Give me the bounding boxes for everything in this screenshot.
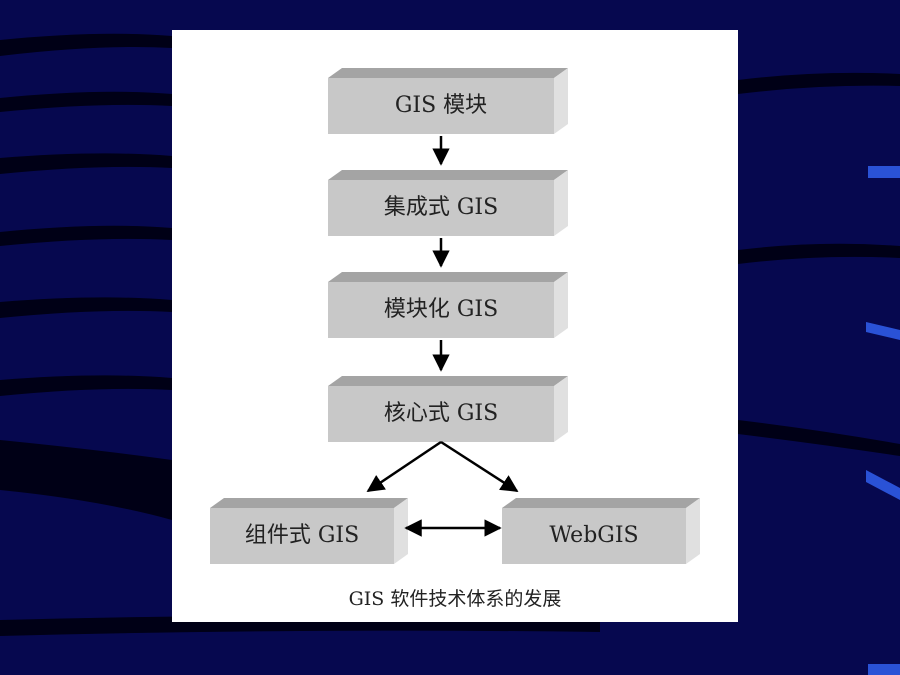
box-top-face — [502, 498, 700, 508]
stripe — [0, 153, 172, 174]
box-side-face — [554, 272, 568, 338]
box-front-face — [502, 508, 686, 564]
diagram-svg — [210, 68, 700, 564]
node-component-gis — [210, 498, 408, 564]
box-front-face — [328, 78, 554, 134]
box-front-face — [328, 180, 554, 236]
box-top-face — [328, 272, 568, 282]
node-label: 核心式 GIS — [383, 401, 499, 426]
figure-panel: GIS 模块 集成式 GIS 模块化 GIS 核心式 GIS 组件式 GIS W… — [172, 30, 738, 622]
node-gis-module — [328, 68, 568, 134]
stripe — [738, 243, 900, 264]
box-top-face — [328, 170, 568, 180]
accent-dash — [866, 470, 900, 500]
stripe — [0, 91, 172, 112]
stripe — [0, 225, 172, 246]
node-label: 组件式 GIS — [244, 523, 360, 548]
node-web-gis — [502, 498, 700, 564]
box-side-face — [686, 498, 700, 564]
accent-dash — [868, 664, 900, 675]
edges — [366, 136, 519, 537]
node-modular-gis — [328, 272, 568, 338]
box-side-face — [554, 376, 568, 442]
box-top-face — [328, 68, 568, 78]
arrow-core-to-component — [366, 440, 442, 493]
box-top-face — [328, 376, 568, 386]
stripe — [738, 72, 900, 94]
box-side-face — [394, 498, 408, 564]
arrow-core-to-webgis — [440, 440, 519, 493]
accent-dash — [868, 166, 900, 178]
box-front-face — [328, 386, 554, 442]
stripe — [0, 375, 172, 396]
node-label: 集成式 GIS — [383, 195, 499, 220]
box-side-face — [554, 170, 568, 236]
box-front-face — [328, 282, 554, 338]
box-top-face — [210, 498, 408, 508]
figure-caption: GIS 软件技术体系的发展 — [348, 588, 562, 610]
box-front-face — [210, 508, 394, 564]
node-label: GIS 模块 — [394, 93, 488, 118]
stripe — [0, 440, 172, 520]
node-label: WebGIS — [549, 523, 639, 548]
stripe — [0, 33, 172, 56]
node-label: 模块化 GIS — [383, 297, 499, 322]
box-side-face — [554, 68, 568, 134]
stripe — [738, 420, 900, 456]
stripe — [0, 297, 172, 318]
node-integrated-gis — [328, 170, 568, 236]
node-core-gis — [328, 376, 568, 442]
accent-dash — [866, 322, 900, 340]
background-accents — [866, 166, 900, 675]
